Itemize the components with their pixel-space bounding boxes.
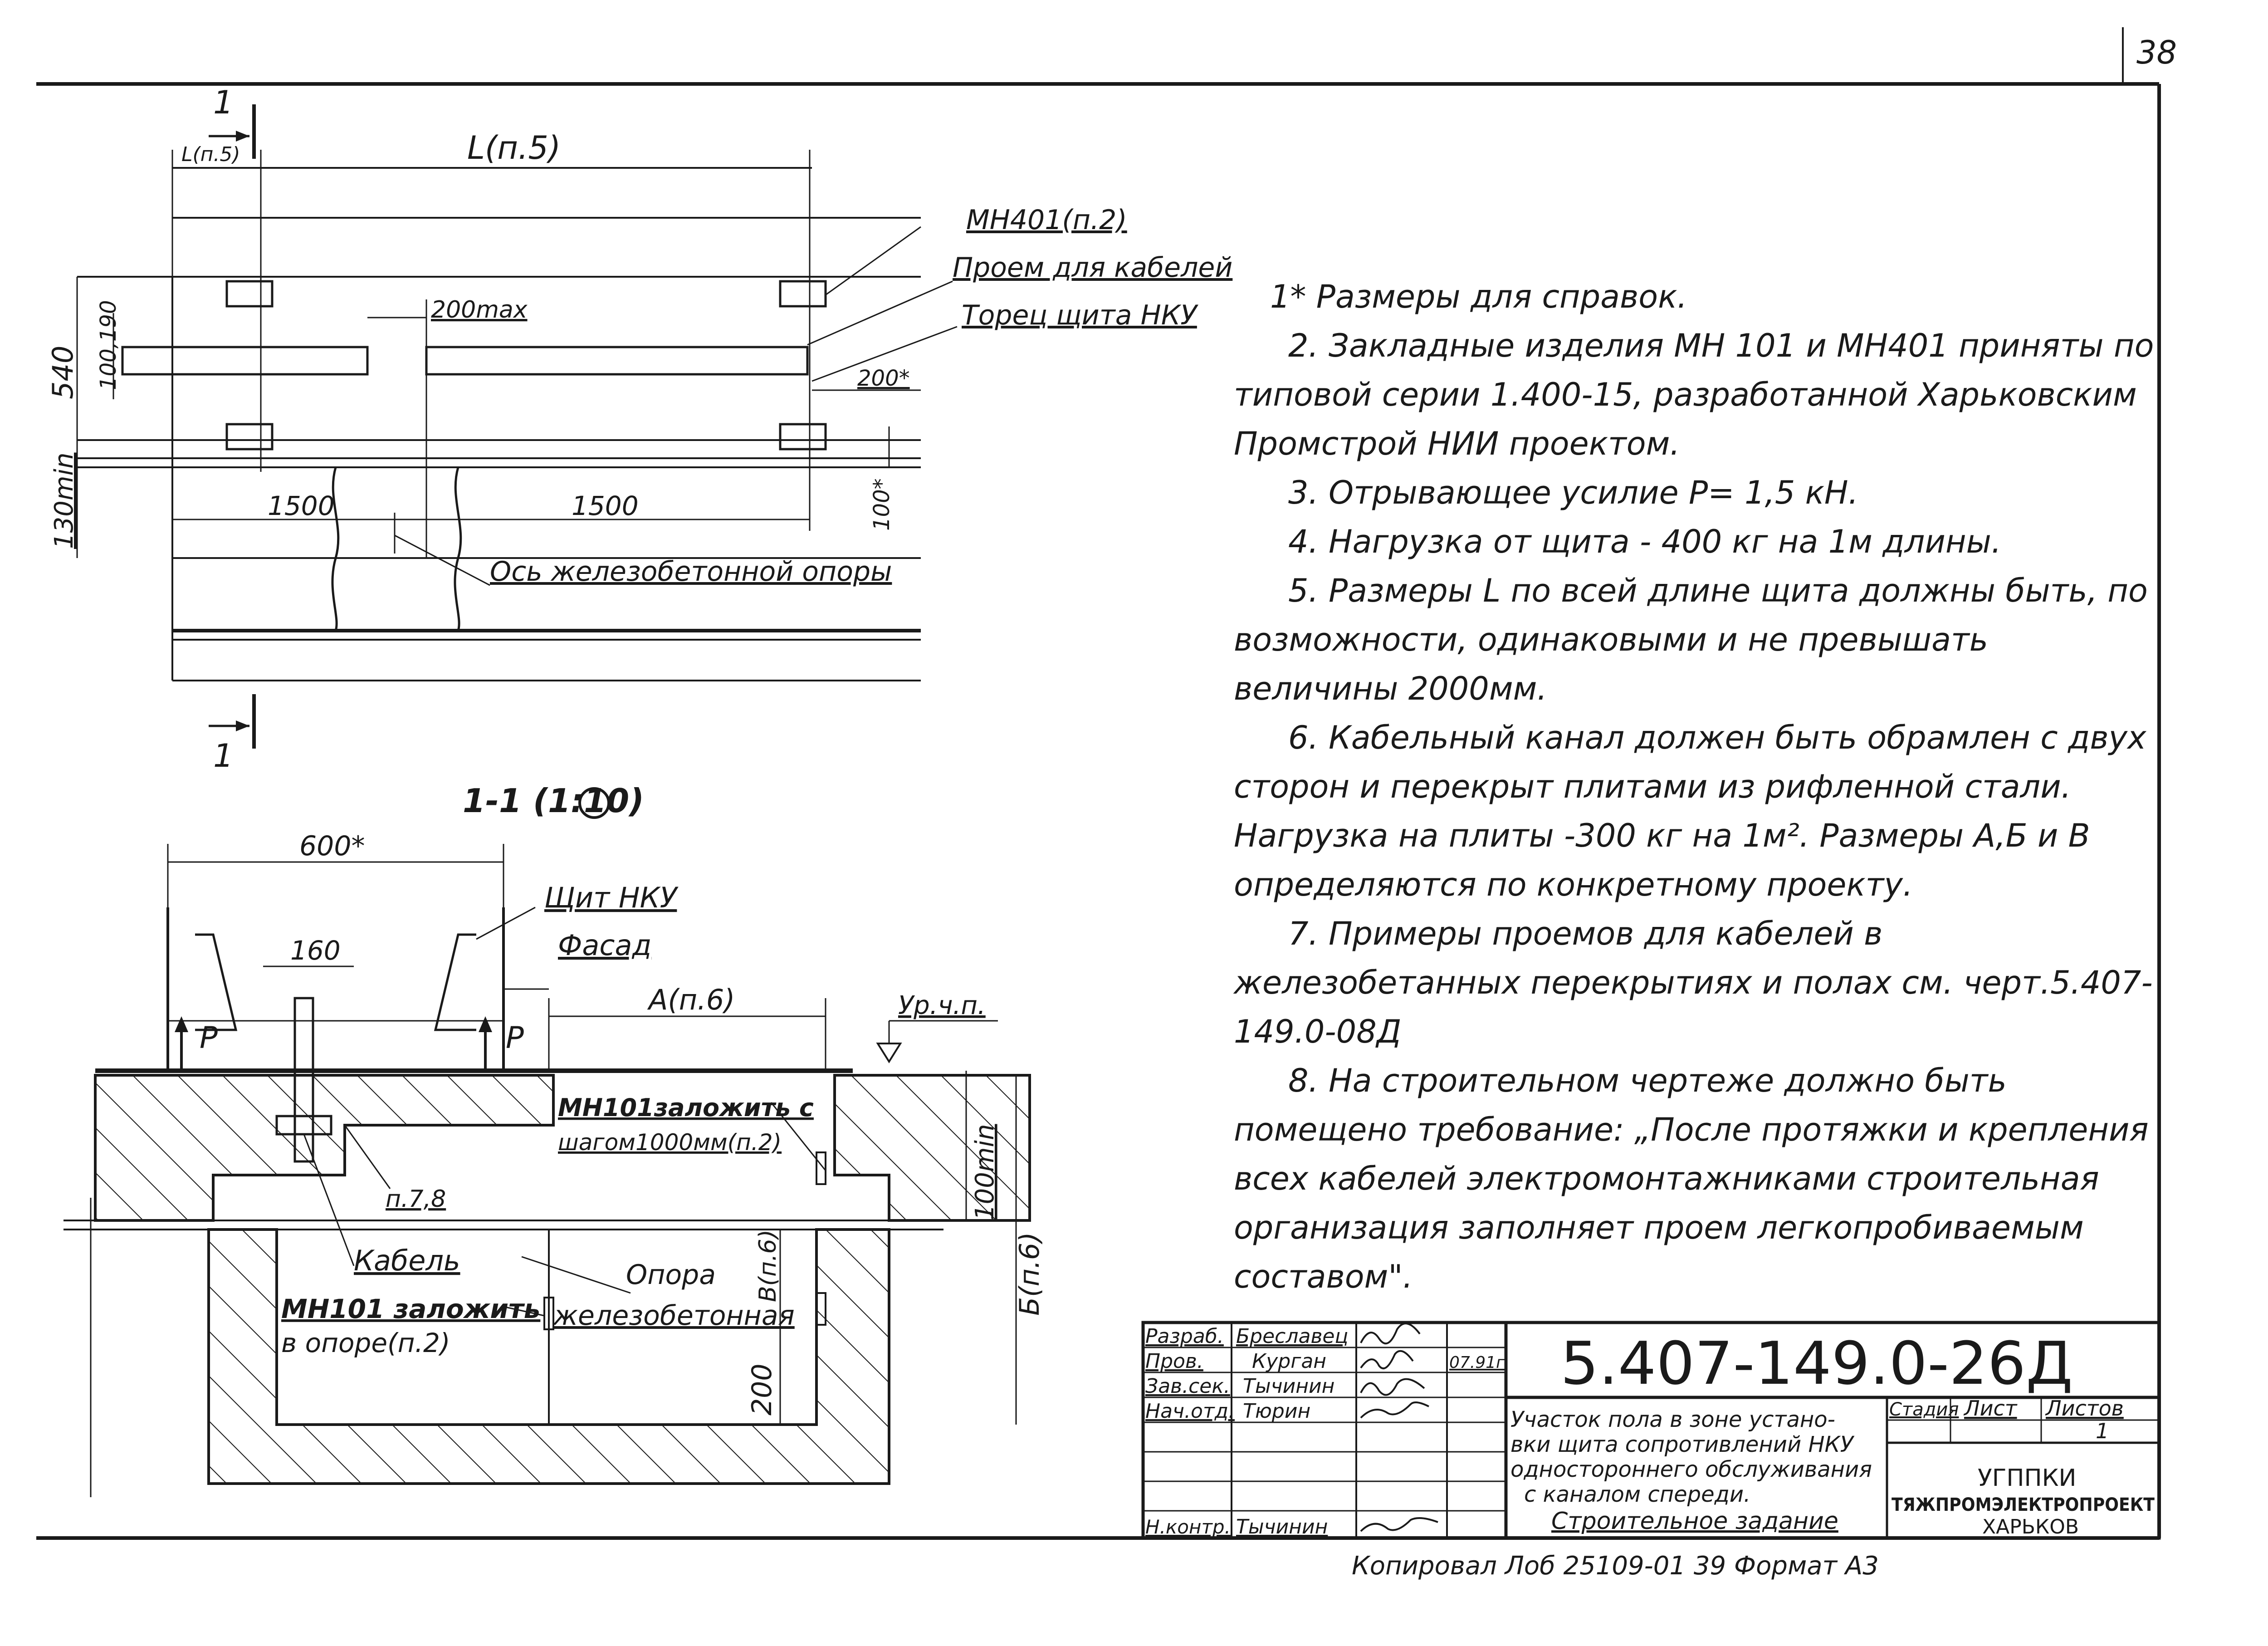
tb-role-0: Разраб. [1145, 1325, 1224, 1348]
footer-text: Копировал Лоб 25109-01 39 Формат А3 [1352, 1551, 1879, 1581]
tb-role-1: Пров. [1145, 1350, 1203, 1373]
note-4: 4. Нагрузка от щита - 400 кг на 1м длины… [1288, 523, 2002, 560]
note-6: 6. Кабельный канал должен быть обрамлен … [1234, 719, 2146, 903]
dim-l: L(п.5) [467, 129, 561, 167]
label-mn101-step-2: шагом1000мм(п.2) [558, 1129, 782, 1156]
tb-name-3: Тюрин [1243, 1400, 1310, 1423]
label-p78: п.7,8 [386, 1186, 446, 1213]
title-block: Разраб. Бреславец Пров. Курган 07.91г За… [1141, 1321, 2161, 1540]
dim-b: Б(п.6) [1014, 1232, 1046, 1316]
signature-5 [1360, 1517, 1438, 1532]
dim-a: А(п.6) [647, 983, 735, 1016]
label-support-1: Опора [626, 1259, 716, 1291]
tb-org-1: ТЯЖПРОМЭЛЕКТРОПРОЕКТ [1892, 1494, 2155, 1515]
dim-v: В(п.6) [754, 1230, 782, 1302]
tb-title-2: одностороннего обслуживания [1510, 1457, 1872, 1482]
tb-name-1: Курган [1252, 1350, 1326, 1373]
signature-2 [1360, 1350, 1414, 1369]
dim-200star: 200* [857, 366, 910, 391]
label-shchit: Щит НКУ [544, 881, 679, 914]
dim-1500-right: 1500 [572, 490, 639, 521]
dim-200: 200 [746, 1363, 778, 1416]
plan-view: 1 1 L(п.5) L(п.5) 200max [46, 84, 1232, 774]
label-cable: Кабель [354, 1244, 460, 1277]
tb-title-1: вки щита сопротивлений НКУ [1510, 1432, 1855, 1457]
label-mn101-step-1: МН101заложить с [558, 1093, 814, 1122]
dim-540: 540 [46, 346, 79, 399]
section-mark-bottom: 1 [213, 737, 234, 774]
note-2: 2. Закладные изделия МН 101 и МН401 прин… [1234, 327, 2154, 462]
tb-name-2: Тычинин [1243, 1375, 1334, 1398]
tb-sheet-header: Лист [1963, 1396, 2018, 1421]
note-5: 5. Размеры L по всей длине щита должны б… [1234, 572, 2148, 707]
document-code: 5.407-149.0-26Д [1560, 1329, 2073, 1398]
signature-1 [1360, 1323, 1421, 1345]
label-end: Торец щита НКУ [962, 299, 1198, 331]
tb-role-6: Н.контр. [1145, 1516, 1231, 1538]
dim-100min: 100min [970, 1124, 1000, 1221]
dim-100star: 100* [869, 478, 894, 531]
tb-date-1: 07.91г [1449, 1353, 1505, 1372]
tb-org-2: ХАРЬКОВ [1982, 1515, 2079, 1538]
label-level: Ур.ч.п. [898, 991, 986, 1020]
note-1: 1* Размеры для справок. [1270, 278, 1687, 315]
dim-l-small: L(п.5) [181, 143, 240, 166]
label-support-2: железобетонная [552, 1300, 795, 1332]
tb-role-2: Зав.сек. [1145, 1375, 1230, 1398]
label-facade: Фасад [558, 929, 651, 962]
tb-sheets-value: 1 [2096, 1419, 2109, 1443]
tb-title-3: с каналом спереди. [1524, 1482, 1750, 1507]
tb-title-0: Участок пола в зоне устано- [1510, 1407, 1835, 1432]
tb-name-0: Бреславец [1236, 1325, 1348, 1348]
sheet-frame: 38 [36, 27, 2177, 1540]
tb-org-0: УГППКИ [1978, 1465, 2076, 1492]
note-7: 7. Примеры проемов для кабелей в железоб… [1234, 915, 2153, 1050]
dim-160: 160 [290, 935, 341, 966]
tb-name-6: Тычинин [1236, 1515, 1328, 1538]
label-mn401: МН401(п.2) [966, 204, 1127, 236]
tb-role-3: Нач.отд. [1145, 1400, 1235, 1423]
label-axis: Ось железобетонной опоры [490, 556, 892, 588]
tb-title-4: Строительное задание [1551, 1508, 1838, 1535]
tb-sheets-header: Листов [2045, 1396, 2124, 1421]
label-mn101-support-1: МН101 заложить [281, 1293, 540, 1324]
sheet-number: 38 [2136, 34, 2177, 71]
label-opening: Проем для кабелей [953, 252, 1232, 284]
label-p-left: Р [200, 1020, 218, 1055]
tb-stage-header: Стадия [1889, 1399, 1959, 1420]
note-3: 3. Отрывающее усилие Р= 1,5 кН. [1288, 474, 1858, 511]
dim-200max: 200max [431, 296, 528, 323]
notes-block: 1* Размеры для справок. 2. Закладные изд… [1234, 272, 2159, 1301]
section-view: 1-1 (1:10) 600* Щит НКУ Фасад 160 Р Р [64, 782, 1046, 1497]
note-8: 8. На строительном чертеже должно быть п… [1234, 1062, 2149, 1295]
section-mark-top: 1 [213, 84, 234, 121]
dim-600: 600* [299, 830, 365, 862]
label-mn101-support-2: в опоре(п.2) [281, 1328, 450, 1358]
dim-100-190: 100,190 [96, 300, 121, 391]
label-p-right: Р [506, 1020, 524, 1055]
dim-130min: 130min [49, 453, 79, 549]
signature-4 [1360, 1401, 1429, 1419]
section-title: 1-1 (1:10) [463, 782, 644, 820]
signature-3 [1360, 1378, 1425, 1396]
dim-1500-left: 1500 [268, 490, 335, 521]
